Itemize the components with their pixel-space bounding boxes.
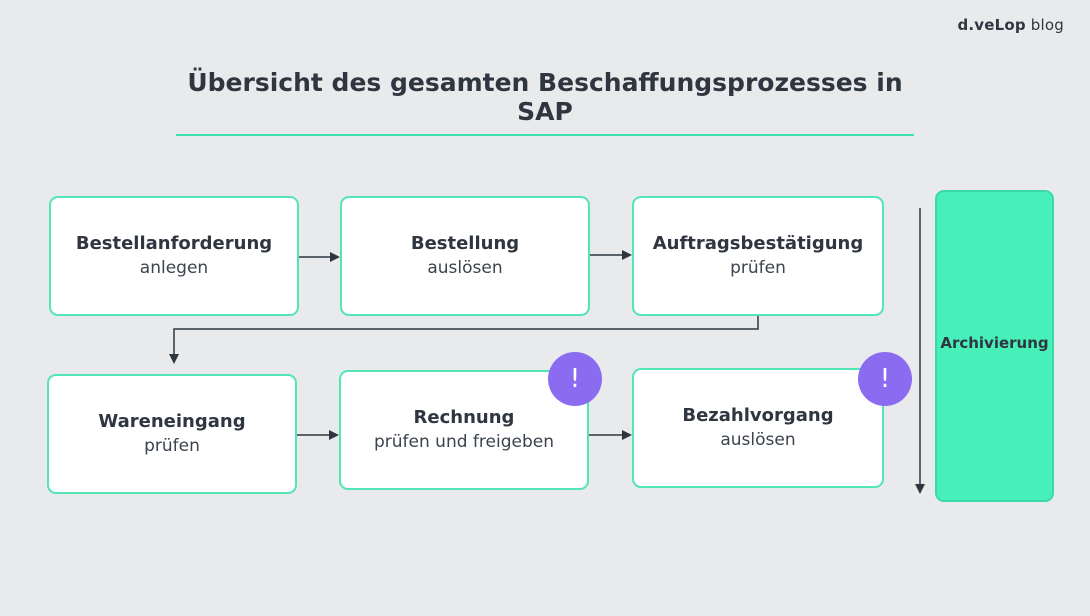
step-action: prüfen [730, 258, 786, 278]
step-title: Bestellanforderung [75, 233, 273, 254]
step-title: Bezahlvorgang [682, 405, 834, 426]
diagram-title: Übersicht des gesamten Beschaffungsproze… [176, 68, 914, 136]
warning-badge-rechnung: ! [548, 352, 602, 406]
step-auftragsbestaetigung: Auftragsbestätigung prüfen [632, 196, 884, 316]
brand-suffix: blog [1030, 16, 1064, 34]
step-title: Rechnung [413, 407, 515, 428]
step-title: Auftragsbestätigung [652, 233, 864, 254]
step-action: auslösen [427, 258, 503, 278]
step-wareneingang: Wareneingang prüfen [47, 374, 297, 494]
step-title: Bestellung [410, 233, 520, 254]
step-action: prüfen und freigeben [374, 432, 554, 452]
step-bezahlvorgang: Bezahlvorgang auslösen [632, 368, 884, 488]
exclamation-icon: ! [569, 364, 581, 394]
warning-badge-bezahlvorgang: ! [858, 352, 912, 406]
brand-logo-text: d.veLop [957, 16, 1026, 34]
archive-label: Archivierung [940, 334, 1049, 352]
step-rechnung: Rechnung prüfen und freigeben [339, 370, 589, 490]
archive-bar: Archivierung [935, 190, 1054, 502]
connector-row1-to-row2 [169, 316, 759, 364]
step-action: auslösen [720, 430, 796, 450]
step-action: anlegen [139, 258, 209, 278]
exclamation-icon: ! [879, 364, 891, 394]
step-bestellung: Bestellung auslösen [340, 196, 590, 316]
step-bestellanforderung: Bestellanforderung anlegen [49, 196, 299, 316]
brand-logo: d.veLop blog [957, 16, 1064, 34]
step-title: Wareneingang [98, 411, 246, 432]
step-action: prüfen [144, 436, 200, 456]
